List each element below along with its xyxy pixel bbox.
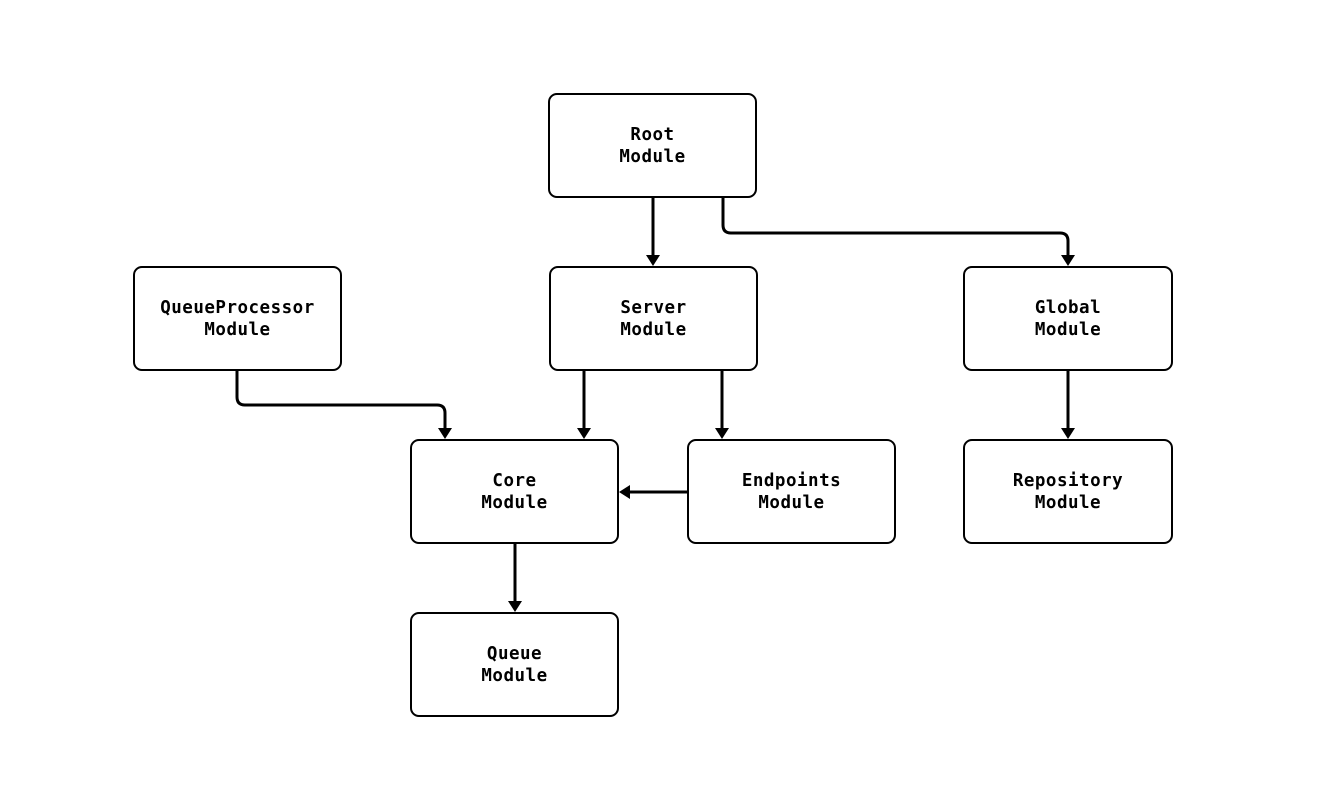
arrowhead-down-icon [577,428,591,439]
node-queue-processor-module-label: QueueProcessor Module [160,297,315,340]
node-endpoints-module-label: Endpoints Module [741,470,842,513]
arrowhead-down-icon [646,255,660,266]
node-queue-module-label: Queue Module [481,643,548,686]
edge-root-server [646,198,660,266]
node-global-module: Global Module [963,266,1173,371]
node-queue-module: Queue Module [410,612,619,717]
node-root-module-label: Root Module [619,124,686,167]
node-root-module: Root Module [548,93,757,198]
edge-core-queue [508,544,522,612]
arrowhead-down-icon [1061,255,1075,266]
edge-queue-processor-core [235,371,452,439]
node-core-module: Core Module [410,439,619,544]
arrowhead-down-icon [508,601,522,612]
edge-global-repository [1061,371,1075,439]
node-queue-processor-module: QueueProcessor Module [133,266,342,371]
node-endpoints-module: Endpoints Module [687,439,896,544]
arrowhead-down-icon [1061,428,1075,439]
edge-server-core [577,371,591,439]
node-core-module-label: Core Module [481,470,548,513]
edge-root-global [721,198,1075,266]
arrowhead-down-icon [438,428,452,439]
edge-endpoints-core [619,485,687,499]
arrowhead-left-icon [619,485,630,499]
edge-server-endpoints [715,371,729,439]
arrowhead-down-icon [715,428,729,439]
node-repository-module: Repository Module [963,439,1173,544]
node-server-module: Server Module [549,266,758,371]
node-server-module-label: Server Module [620,297,687,340]
node-global-module-label: Global Module [1034,297,1102,340]
node-repository-module-label: Repository Module [1012,470,1124,513]
